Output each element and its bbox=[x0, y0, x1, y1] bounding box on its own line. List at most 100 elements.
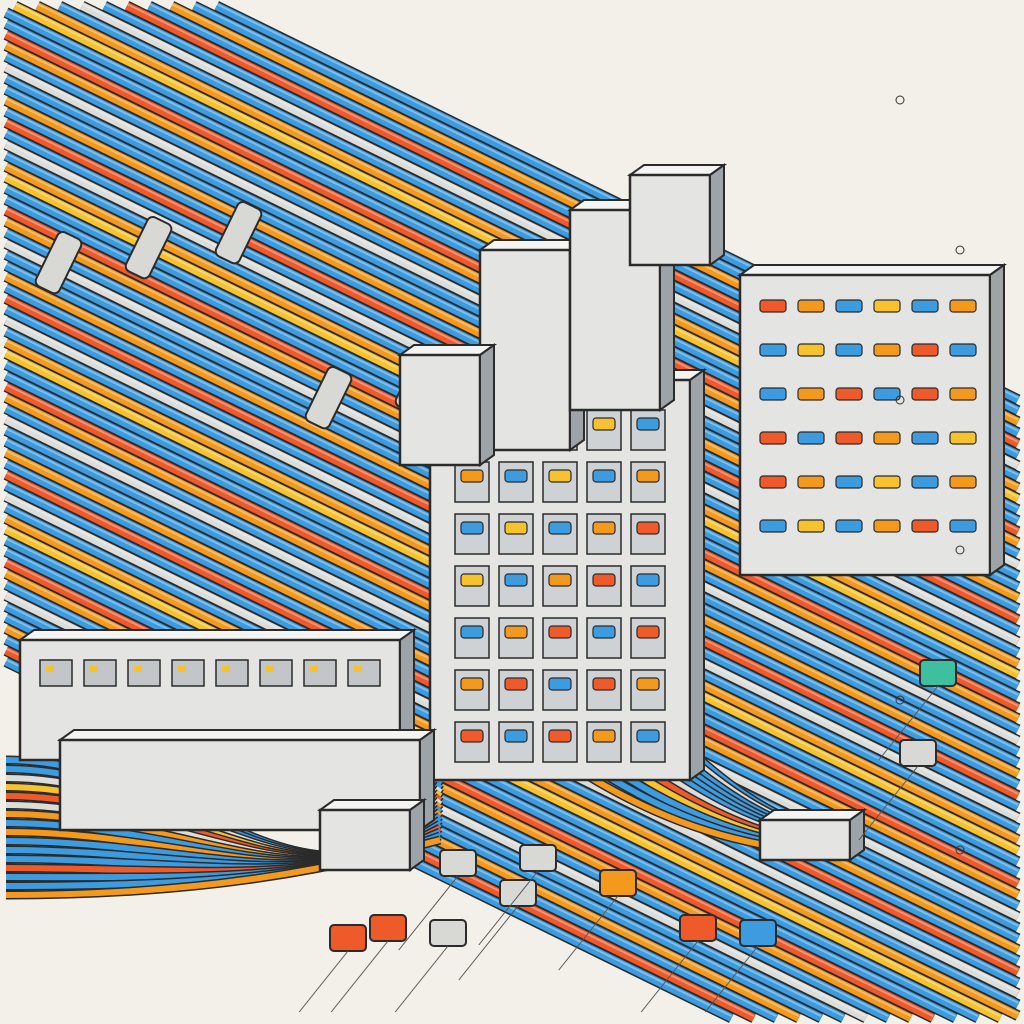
rj45-plug bbox=[460, 573, 484, 587]
status-led bbox=[90, 666, 98, 672]
switch-port bbox=[347, 659, 381, 687]
guide-line bbox=[878, 685, 939, 761]
rj45-connector bbox=[439, 849, 477, 877]
rj45-connector bbox=[899, 739, 937, 767]
rj45-plug bbox=[949, 475, 977, 489]
rj45-plug bbox=[504, 521, 528, 535]
guide-line bbox=[640, 940, 699, 1013]
panel-face bbox=[318, 808, 412, 872]
switch-port bbox=[303, 659, 337, 687]
rj45-plug bbox=[460, 625, 484, 639]
rj45-connector bbox=[429, 919, 467, 947]
rj45-plug bbox=[911, 343, 939, 357]
panel-top bbox=[16, 629, 418, 641]
rj45-plug bbox=[797, 475, 825, 489]
rj45-plug bbox=[548, 469, 572, 483]
panel-top bbox=[396, 344, 498, 356]
rj45-plug bbox=[636, 417, 660, 431]
guide-line bbox=[398, 875, 459, 951]
loose-connectors bbox=[298, 95, 965, 1013]
rj45-plug bbox=[911, 475, 939, 489]
rj45-plug bbox=[548, 677, 572, 691]
cable-coupler bbox=[316, 798, 428, 872]
rj45-plug bbox=[759, 387, 787, 401]
rj45-plug bbox=[548, 625, 572, 639]
rj45-plug bbox=[592, 677, 616, 691]
annotation-dot bbox=[955, 245, 965, 255]
cable-tie bbox=[214, 201, 263, 265]
panel-top bbox=[756, 809, 868, 821]
guide-line bbox=[858, 765, 919, 841]
rj45-plug bbox=[592, 417, 616, 431]
panel-face bbox=[398, 353, 482, 467]
rj45-plug bbox=[911, 387, 939, 401]
panel-side bbox=[989, 263, 1005, 577]
panel-side bbox=[689, 368, 705, 782]
rj45-plug bbox=[548, 729, 572, 743]
cable-highlight bbox=[5, 548, 956, 1017]
rj45-connector bbox=[499, 879, 537, 907]
panel-side bbox=[479, 343, 495, 467]
rj45-plug bbox=[949, 519, 977, 533]
annotation-dot bbox=[895, 695, 905, 705]
rj45-plug bbox=[835, 519, 863, 533]
guide-line bbox=[704, 945, 759, 1013]
cable-tie bbox=[124, 216, 173, 280]
rj45-plug bbox=[460, 521, 484, 535]
guide-line bbox=[458, 905, 519, 981]
guide-line bbox=[558, 895, 619, 971]
guide-line bbox=[298, 950, 349, 1013]
patch-panels bbox=[16, 163, 1008, 872]
rj45-connector bbox=[599, 869, 637, 897]
rj45-plug bbox=[504, 469, 528, 483]
rj45-plug bbox=[873, 343, 901, 357]
rj45-plug bbox=[592, 469, 616, 483]
rj45-plug bbox=[835, 387, 863, 401]
switch-port bbox=[215, 659, 249, 687]
rj45-plug bbox=[911, 431, 939, 445]
switch-port bbox=[127, 659, 161, 687]
rj45-plug bbox=[504, 677, 528, 691]
rj45-plug bbox=[797, 343, 825, 357]
panel-top bbox=[56, 729, 438, 741]
rj45-plug bbox=[460, 729, 484, 743]
rj45-plug bbox=[759, 343, 787, 357]
patch-panel-rear bbox=[736, 263, 1008, 577]
panel-side bbox=[849, 808, 865, 862]
rj45-plug bbox=[636, 469, 660, 483]
panel-top bbox=[626, 164, 728, 176]
port bbox=[630, 721, 666, 763]
rj45-plug bbox=[636, 521, 660, 535]
patch-panel-front bbox=[426, 368, 708, 782]
annotation-dot bbox=[955, 845, 965, 855]
guide-line bbox=[394, 945, 449, 1013]
cable-tie bbox=[304, 366, 353, 430]
rj45-plug bbox=[636, 677, 660, 691]
annotation-dot bbox=[895, 395, 905, 405]
rj45-plug bbox=[592, 521, 616, 535]
status-led bbox=[46, 666, 54, 672]
guide-line bbox=[478, 870, 539, 946]
rj45-connector bbox=[519, 844, 557, 872]
port bbox=[498, 617, 534, 659]
guide-line bbox=[330, 940, 389, 1013]
annotation-dot bbox=[955, 545, 965, 555]
panel-face bbox=[758, 818, 852, 862]
rj45-plug bbox=[636, 625, 660, 639]
rj45-plug bbox=[911, 519, 939, 533]
switch-port bbox=[83, 659, 117, 687]
switch-port bbox=[39, 659, 73, 687]
rj45-plug bbox=[797, 299, 825, 313]
rj45-plug bbox=[460, 677, 484, 691]
rj45-plug bbox=[759, 431, 787, 445]
rj45-plug bbox=[592, 573, 616, 587]
rj45-plug bbox=[460, 469, 484, 483]
rj45-plug bbox=[759, 299, 787, 313]
panel-top bbox=[736, 264, 1008, 276]
rj45-plug bbox=[835, 299, 863, 313]
rj45-plug bbox=[949, 299, 977, 313]
port bbox=[542, 669, 578, 711]
rj45-plug bbox=[835, 475, 863, 489]
